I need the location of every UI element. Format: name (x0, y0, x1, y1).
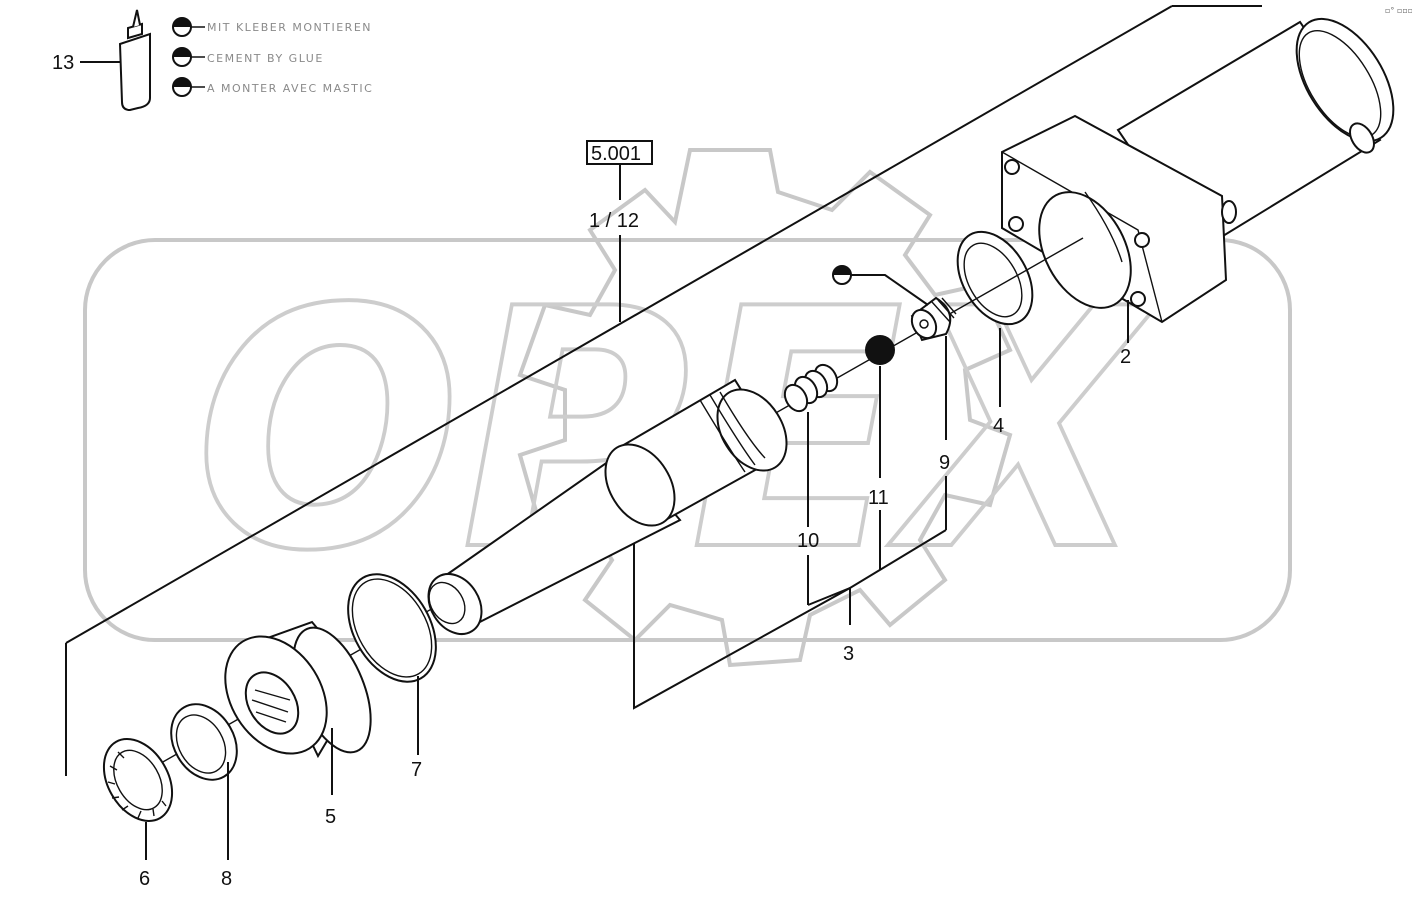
assembly-frame (65, 5, 1262, 776)
callout-4: 4 (993, 415, 1004, 437)
guide-bush-part-5 (224, 620, 372, 759)
half-filled-circle-icon (172, 47, 205, 67)
plug-part-9 (910, 296, 957, 342)
callout-11: 11 (868, 487, 889, 509)
legend-text-3: A MONTER AVEC MASTIC (207, 82, 373, 95)
half-filled-circle-icon (172, 17, 205, 37)
reference-link[interactable]: 5.001 1 / 12 (586, 140, 653, 322)
callout-8: 8 (221, 868, 232, 890)
legend-text-1: MIT KLEBER MONTIEREN (207, 21, 372, 34)
glue-legend: 13 MIT KLEBER MONTIEREN CEMENT BY GLUE (52, 9, 373, 112)
half-filled-circle-icon (172, 77, 205, 97)
legend-row-1: MIT KLEBER MONTIEREN (172, 17, 372, 37)
callout-5: 5 (325, 806, 336, 828)
glue-tube-icon (118, 9, 151, 112)
ball-part-11 (865, 335, 895, 365)
legend-text-2: CEMENT BY GLUE (207, 52, 324, 65)
callout-7: 7 (411, 759, 422, 781)
o-ring-part-7 (347, 573, 437, 683)
wiper-ring-part-8 (170, 703, 238, 781)
reference-box-label[interactable]: 5.001 (591, 143, 641, 165)
nut-part-6 (102, 738, 174, 822)
callout-10: 10 (797, 530, 819, 552)
flange-part-2 (1001, 114, 1237, 324)
seal-ring-part-4 (956, 230, 1034, 326)
half-filled-circle-icon (832, 265, 852, 285)
spring-part-10 (783, 363, 839, 413)
legend-row-2: CEMENT BY GLUE (172, 47, 324, 67)
callout-9: 9 (939, 452, 950, 474)
callout-3: 3 (843, 643, 854, 665)
callout-13: 13 (52, 52, 74, 74)
callout-6: 6 (139, 868, 150, 890)
corner-mark: ▫° ▫▫▫ (1385, 6, 1412, 15)
reference-sub-label: 1 / 12 (589, 210, 639, 232)
callout-2: 2 (1120, 346, 1131, 368)
legend-row-3: A MONTER AVEC MASTIC (172, 77, 373, 97)
piston-rod-part-3 (427, 378, 788, 635)
